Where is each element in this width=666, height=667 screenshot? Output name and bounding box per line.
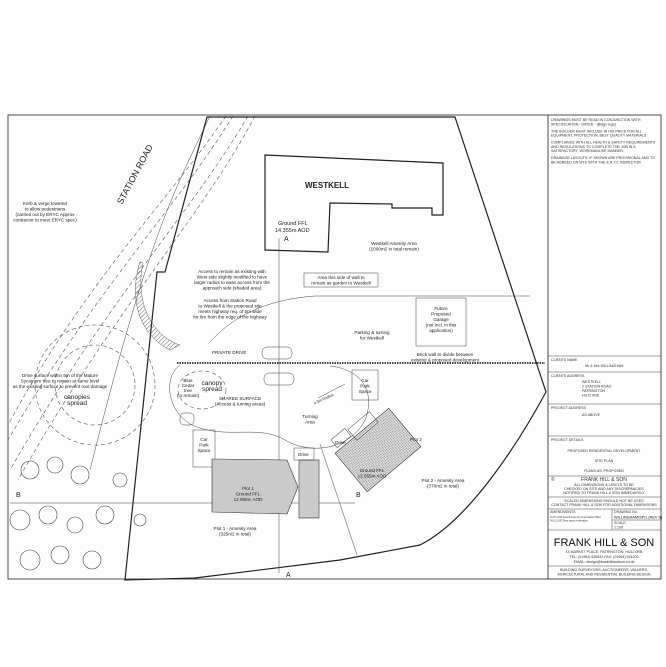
svg-text:PROJECT DETAILS: PROJECT DETAILS <box>551 438 584 442</box>
svg-text:Plot 2: Plot 2 <box>410 437 422 442</box>
svg-text:1:100: 1:100 <box>614 526 623 530</box>
trees <box>9 324 227 571</box>
svg-text:Westkell Amenity Area(1000m2 i: Westkell Amenity Area(1000m2 in total re… <box>369 241 419 252</box>
svg-text:PLANS AS: PROPOSED: PLANS AS: PROPOSED <box>584 469 624 473</box>
westkell-house <box>264 154 444 253</box>
plot2-car-park <box>351 369 379 401</box>
cedar-canopy <box>177 370 227 410</box>
svg-text:DRAWINGS MUST BE READ IN CONJU: DRAWINGS MUST BE READ IN CONJUNCTION WIT… <box>551 118 656 165</box>
site-boundary <box>124 116 547 581</box>
svg-text:14 MARKET PLACE, PATRINGTON, H: 14 MARKET PLACE, PATRINGTON, HU12 0RB <box>566 550 643 554</box>
svg-text:TEL: (01964) 630531 FAX: (: TEL: (01964) 630531 FAX: (01964) 631203 <box>569 555 638 559</box>
section-b-left: B <box>16 492 21 499</box>
car-icon <box>179 412 195 426</box>
drawing-number: WILLINGHAM/SP/1 (REV B) <box>614 516 663 520</box>
svg-text:Drive: Drive <box>298 452 309 457</box>
plot2-house <box>334 407 422 493</box>
svg-text:Mr & Mrs WILLINGHAM: Mr & Mrs WILLINGHAM <box>585 364 623 368</box>
sycamore-canopy <box>34 324 156 446</box>
shaded-access-area <box>135 261 181 351</box>
future-garage <box>415 297 467 347</box>
car-icon <box>263 372 295 386</box>
svg-text:Plot 2 - Amenity Area(370m2 in: Plot 2 - Amenity Area(370m2 in total) <box>422 478 465 489</box>
svg-text:SCALE: SCALE <box>614 521 626 525</box>
radius-line <box>317 383 346 399</box>
svg-text:DRAWING No.: DRAWING No. <box>614 510 638 514</box>
house-ffl-label: Ground FFL <box>278 221 308 227</box>
svg-text:Drive: Drive <box>335 440 346 445</box>
plot1-house <box>211 458 299 515</box>
svg-text:FRANK HILL & SON: FRANK HILL & SON <box>581 477 627 483</box>
house-name: WESTKELL <box>305 181 349 190</box>
cars <box>179 346 295 426</box>
svg-text:Drive surface within 9m of the: Drive surface within 9m of the MatureSyc… <box>13 373 108 389</box>
section-b-right: B <box>356 492 361 499</box>
section-a-bottom: A <box>286 572 291 579</box>
svg-text:©: © <box>551 476 555 483</box>
drawing-frame <box>7 114 662 580</box>
svg-text:Plot 1 - Amenity Area(325m2 in: Plot 1 - Amenity Area(325m2 in total) <box>214 526 257 537</box>
svg-text:PRIVATE DRIVE: PRIVATE DRIVE <box>212 350 246 355</box>
svg-text:AS ABOVE: AS ABOVE <box>582 413 601 417</box>
plot1-car-park <box>192 429 216 468</box>
plot1-drive <box>293 447 315 461</box>
svg-text:BUILDING SURVEYORS, AUCTIONEER: BUILDING SURVEYORS, AUCTIONEERS, VALUERS… <box>558 568 651 576</box>
house-ffl-value: 14.355m AOD <box>275 228 310 234</box>
svg-text:SCALED DIMENSIONS SHOULD NOT B: SCALED DIMENSIONS SHOULD NOT BE USEDCONT… <box>551 499 657 507</box>
svg-text:EMAIL: design@frankhillandson.: EMAIL: design@frankhillandson.co.uk <box>574 560 635 564</box>
plot2-drive <box>330 428 352 448</box>
svg-text:CLIENTS ADDRESS: CLIENTS ADDRESS <box>551 374 585 378</box>
svg-text:AMENDMENTS: AMENDMENTS <box>550 510 576 514</box>
parking-area-edge <box>209 295 530 343</box>
svg-text:04.07.11 BT Amendments for Con: 04.07.11 BT Amendments for Conservation … <box>550 516 601 523</box>
svg-text:CLIENTS NAME: CLIENTS NAME <box>551 358 578 362</box>
shared-surface <box>169 364 369 449</box>
road-label: STATION ROAD <box>115 142 155 206</box>
svg-text:SHARED SURFACE(Access & turnin: SHARED SURFACE(Access & turning areas) <box>215 396 266 407</box>
svg-text:PROJECT ADDRESS: PROJECT ADDRESS <box>551 406 586 410</box>
car-icon <box>261 346 293 360</box>
svg-text:SITE PLAN: SITE PLAN <box>595 459 614 463</box>
plot1-wing <box>298 459 320 519</box>
plot-divider <box>319 443 358 556</box>
svg-text:PROPOSED RESIDENTIAL DEVELOPME: PROPOSED RESIDENTIAL DEVELOPMENT <box>568 449 642 453</box>
firm-name: FRANK HILL & SON <box>554 537 655 549</box>
title-block: DRAWINGS MUST BE READ IN CONJUNCTION WIT… <box>548 118 663 576</box>
section-a-top: A <box>284 236 289 243</box>
station-road <box>7 115 256 481</box>
svg-text:4.3m Radius: 4.3m Radius <box>313 393 334 406</box>
